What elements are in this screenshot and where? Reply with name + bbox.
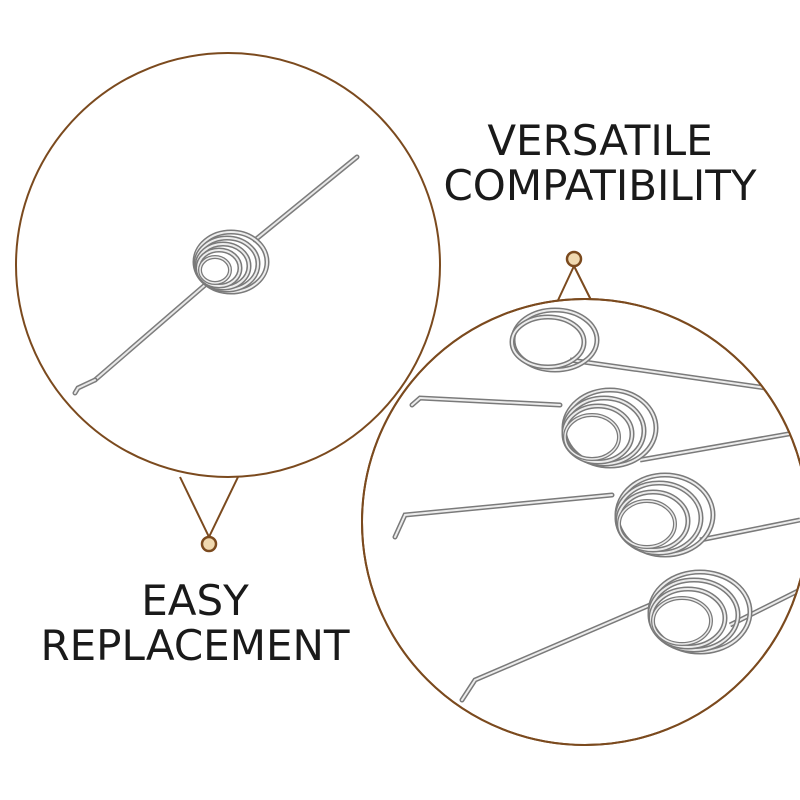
multiple-torsion-springs <box>392 307 800 703</box>
single-torsion-spring <box>72 154 360 396</box>
pointer-dot-icon <box>200 535 218 553</box>
caption-line: VERSATILE <box>487 116 713 165</box>
pointer-dot-icon <box>565 250 583 268</box>
bottom-pointer <box>179 476 239 553</box>
versatile-compatibility-caption: VERSATILE COMPATIBILITY <box>440 118 760 209</box>
easy-replacement-caption: EASY REPLACEMENT <box>30 578 360 669</box>
caption-line: EASY <box>141 576 249 625</box>
caption-line: COMPATIBILITY <box>443 161 757 211</box>
caption-line: REPLACEMENT <box>40 621 350 671</box>
multiple-springs-frame-border <box>361 298 800 746</box>
